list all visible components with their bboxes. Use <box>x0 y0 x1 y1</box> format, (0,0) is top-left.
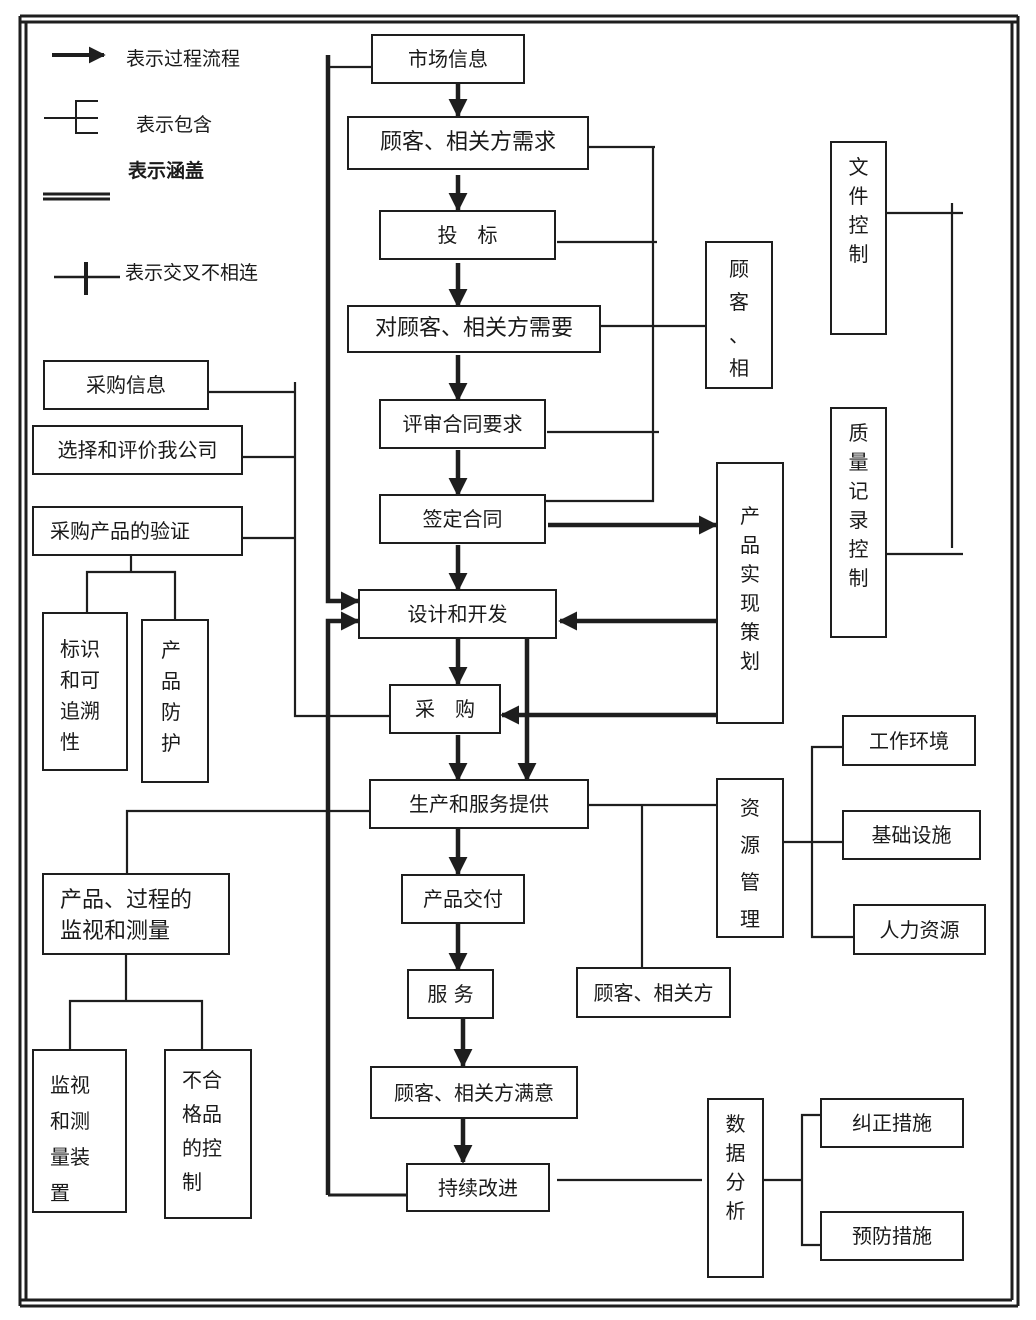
text-line: 实 <box>740 562 760 586</box>
text-line: 文 <box>848 155 869 179</box>
text-line: 监视和测量 <box>60 919 171 944</box>
node-bidding[interactable]: 投 标 <box>379 210 556 260</box>
text-line: 产 <box>740 504 760 528</box>
text-line: 追溯 <box>60 699 100 723</box>
text-line: 制 <box>848 242 869 266</box>
node-market-info[interactable]: 市场信息 <box>371 34 525 84</box>
text-line: 质 <box>848 421 869 445</box>
text-line: 的控 <box>182 1136 222 1160</box>
text-line: 制 <box>848 566 869 590</box>
node-corrective-action[interactable]: 纠正措施 <box>820 1098 964 1148</box>
node-purchase[interactable]: 采 购 <box>389 684 501 734</box>
node-sign-contract[interactable]: 签定合同 <box>379 494 546 544</box>
legend-cover-label: 表示涵盖 <box>128 160 205 182</box>
text-line: 不合 <box>182 1068 222 1092</box>
node-human-resources[interactable]: 人力资源 <box>853 904 986 955</box>
node-monitoring-devices[interactable]: 监视 和测 量装 置 <box>32 1049 127 1213</box>
node-continual-improvement[interactable]: 持续改进 <box>406 1163 550 1212</box>
legend-cross-label: 表示交叉不相连 <box>125 262 259 284</box>
text-line: 格品 <box>182 1102 222 1126</box>
legend-include-label: 表示包含 <box>136 114 213 136</box>
node-monitoring-measurement[interactable]: 产品、过程的 监视和测量 <box>42 873 230 955</box>
text-line: 控 <box>848 213 869 237</box>
text-line: 标识 <box>60 637 100 661</box>
text-line: 相 <box>729 356 749 380</box>
node-nonconforming-control[interactable]: 不合 格品 的控 制 <box>164 1049 252 1219</box>
node-identification-traceability[interactable]: 标识 和可 追溯 性 <box>42 612 128 771</box>
text-line: 顾 <box>729 257 749 281</box>
node-document-control[interactable]: 文 件 控 制 <box>830 141 887 335</box>
node-product-protection[interactable]: 产 品 防 护 <box>141 619 209 783</box>
page-frame <box>18 14 1020 1308</box>
text-line: 监视 <box>50 1073 90 1097</box>
text-line: 和可 <box>60 668 100 692</box>
text-line: 制 <box>182 1170 202 1194</box>
node-data-analysis[interactable]: 数 据 分 析 <box>707 1098 764 1278</box>
node-service[interactable]: 服 务 <box>407 969 494 1019</box>
thin-connectors <box>68 65 963 1247</box>
text-line: 产 <box>161 638 181 662</box>
node-verify-purchased-product[interactable]: 采购产品的验证 <box>32 506 243 556</box>
text-line: 划 <box>740 649 760 673</box>
text-line: 管 <box>740 870 760 894</box>
node-preventive-action[interactable]: 预防措施 <box>820 1211 964 1261</box>
text-line: 件 <box>848 184 869 208</box>
text-line: 控 <box>848 537 869 561</box>
node-product-realization-planning[interactable]: 产 品 实 现 策 划 <box>716 462 784 724</box>
flow-arrows <box>325 55 718 1195</box>
node-purchase-info[interactable]: 采购信息 <box>43 360 209 410</box>
text-line: 产品、过程的 <box>60 888 193 913</box>
node-customer-needs[interactable]: 顾客、相关方需求 <box>347 116 589 170</box>
text-line: 策 <box>740 620 760 644</box>
legend-cross-icon <box>54 262 120 295</box>
text-line: 现 <box>740 591 760 615</box>
text-line: 理 <box>740 907 760 931</box>
legend-cover-icon <box>43 192 110 201</box>
node-quality-records-control[interactable]: 质 量 记 录 控 制 <box>830 407 887 638</box>
text-line: 品 <box>161 669 181 693</box>
text-line: 记 <box>848 479 869 503</box>
text-line: 据 <box>725 1141 746 1165</box>
legend-include-icon <box>44 100 98 134</box>
text-line: 防 <box>161 700 181 724</box>
legend-process-flow-label: 表示过程流程 <box>126 48 241 70</box>
node-customer-parties[interactable]: 顾客、相关方 <box>576 967 731 1018</box>
node-infrastructure[interactable]: 基础设施 <box>842 810 981 860</box>
node-review-contract[interactable]: 评审合同要求 <box>379 399 546 449</box>
text-line: 录 <box>848 508 869 532</box>
text-line: 性 <box>60 730 80 754</box>
text-line: 护 <box>161 731 181 755</box>
text-line: 数 <box>725 1112 746 1136</box>
text-line: 资 <box>740 796 760 820</box>
text-line: 客 <box>729 290 749 314</box>
text-line: 置 <box>50 1181 70 1205</box>
text-line: 和测 <box>50 1109 90 1133</box>
text-line: 量 <box>848 450 869 474</box>
text-line: 源 <box>740 833 760 857</box>
node-design-development[interactable]: 设计和开发 <box>358 589 557 639</box>
node-customer-requirements[interactable]: 对顾客、相关方需要 <box>347 305 601 353</box>
text-line: 分 <box>725 1170 746 1194</box>
node-customer-satisfaction[interactable]: 顾客、相关方满意 <box>370 1066 578 1119</box>
node-product-delivery[interactable]: 产品交付 <box>401 874 525 924</box>
node-select-evaluate[interactable]: 选择和评价我公司 <box>32 425 243 475</box>
node-resource-management[interactable]: 资 源 管 理 <box>716 778 784 938</box>
text-line: 析 <box>725 1199 746 1223</box>
node-production-service[interactable]: 生产和服务提供 <box>369 779 589 829</box>
text-line: 品 <box>740 533 760 557</box>
text-line: 、 <box>729 323 749 347</box>
node-customer-parties-vertical[interactable]: 顾 客 、 相 <box>705 241 773 389</box>
node-work-environment[interactable]: 工作环境 <box>842 715 976 766</box>
text-line: 量装 <box>50 1145 90 1169</box>
